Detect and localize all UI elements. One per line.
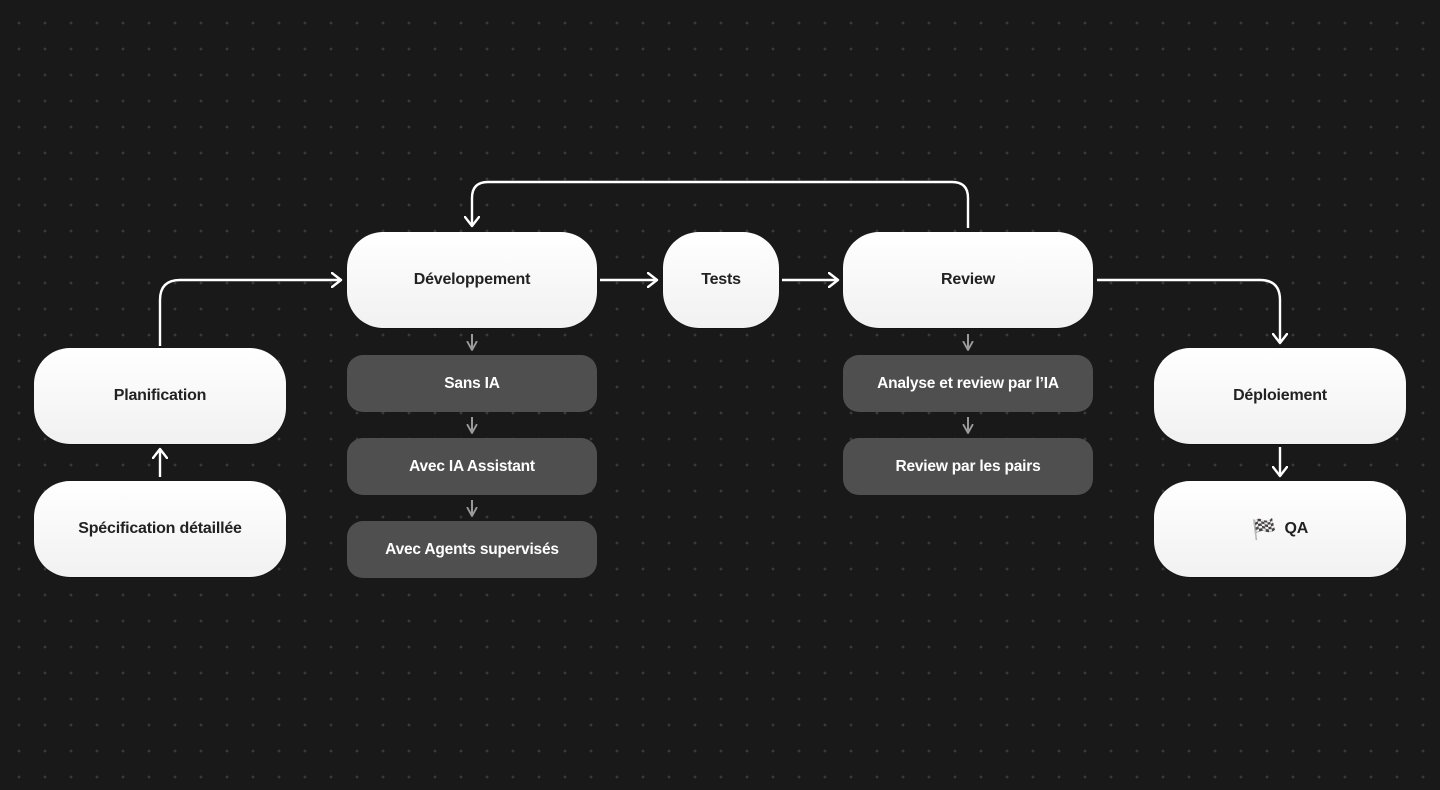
node-tests-label: Tests	[701, 271, 741, 288]
node-deploiement-label: Déploiement	[1233, 387, 1327, 404]
node-planification[interactable]: Planification	[34, 348, 286, 444]
node-developpement-label: Développement	[413, 271, 531, 288]
node-specification-label: Spécification détaillée	[78, 520, 242, 537]
node-avec-agents-label: Avec Agents supervisés	[385, 540, 559, 558]
node-sans-ia-label: Sans IA	[444, 374, 500, 392]
node-review-par-les-pairs[interactable]: Review par les pairs	[843, 438, 1093, 495]
node-specification-detaillee[interactable]: Spécification détaillée	[34, 481, 286, 577]
node-avec-ia-assistant-label: Avec IA Assistant	[409, 457, 535, 475]
node-review[interactable]: Review	[843, 232, 1093, 328]
node-analyse-review-ia-label: Analyse et review par l’IA	[877, 374, 1059, 392]
node-review-pairs-label: Review par les pairs	[895, 457, 1041, 475]
arrow-planification-to-developpement	[158, 280, 341, 346]
node-avec-ia-assistant[interactable]: Avec IA Assistant	[347, 438, 597, 495]
node-tests[interactable]: Tests	[663, 232, 779, 328]
checkered-flag-icon: 🏁	[1251, 517, 1277, 541]
node-qa[interactable]: 🏁 QA	[1154, 481, 1406, 577]
node-deploiement[interactable]: Déploiement	[1154, 348, 1406, 444]
node-sans-ia[interactable]: Sans IA	[347, 355, 597, 412]
arrow-review-to-deploiement	[1097, 278, 1280, 343]
node-planification-label: Planification	[113, 387, 207, 404]
node-developpement[interactable]: Développement	[347, 232, 597, 328]
node-avec-agents-supervises[interactable]: Avec Agents supervisés	[347, 521, 597, 578]
node-review-label: Review	[941, 271, 995, 288]
arrow-review-loop-to-developpement	[472, 180, 970, 228]
node-analyse-review-ia[interactable]: Analyse et review par l’IA	[843, 355, 1093, 412]
node-qa-label: QA	[1284, 520, 1309, 537]
